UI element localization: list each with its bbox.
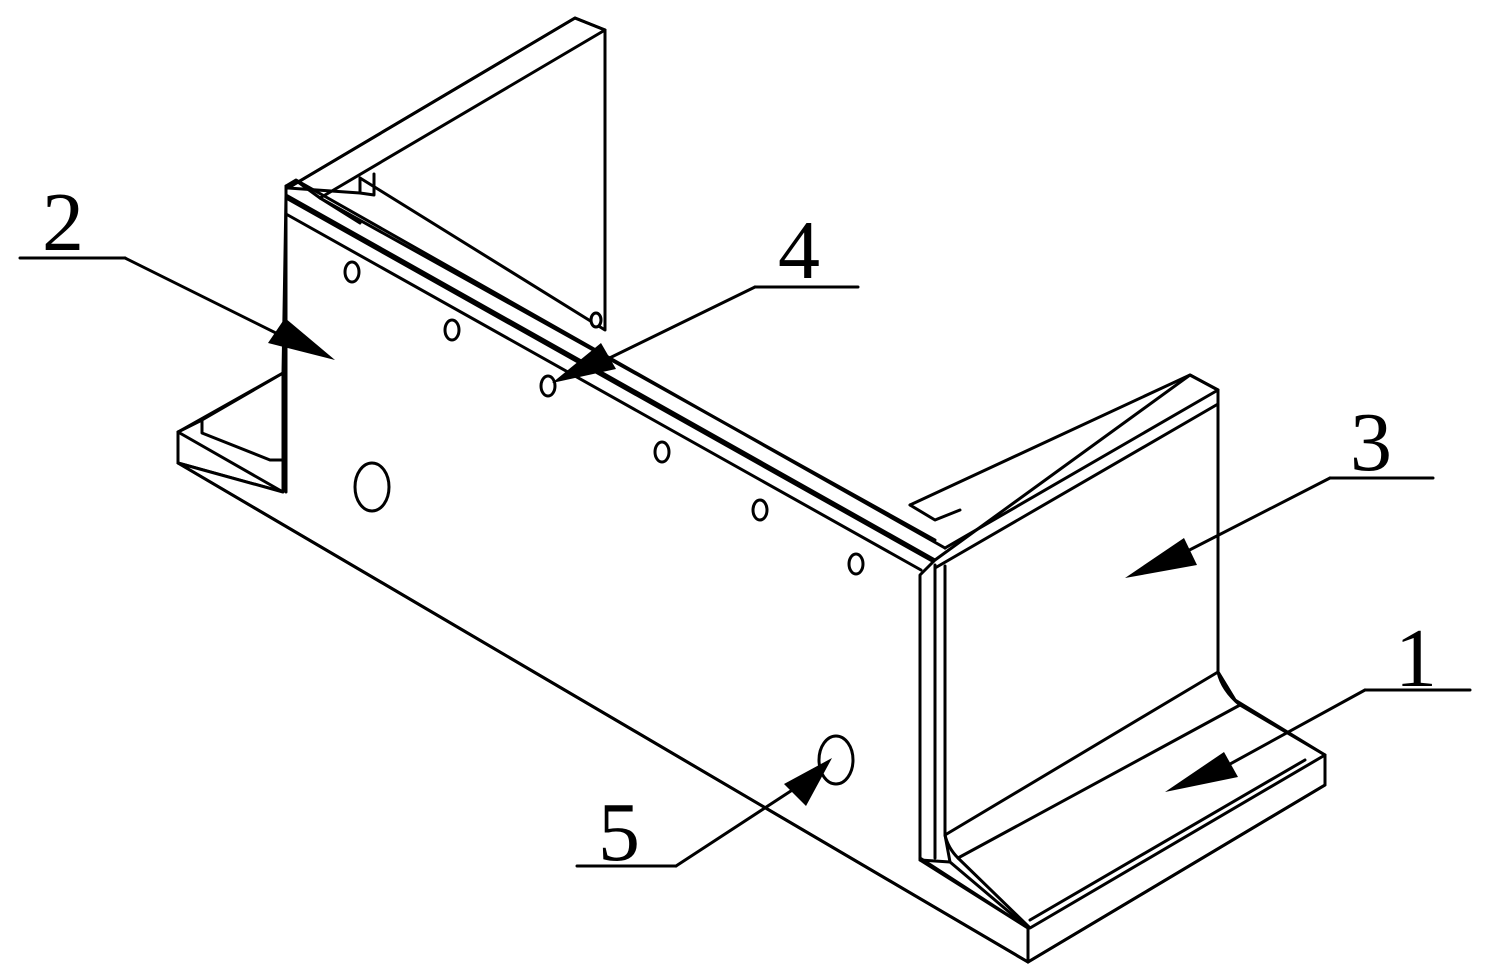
callout-2: 2 xyxy=(18,176,335,360)
front-plate-top-groove-1 xyxy=(284,212,923,572)
callout-3-arrowhead xyxy=(1125,538,1197,578)
right-flange-inner-edge xyxy=(956,703,1242,860)
callout-2-arrowhead xyxy=(268,318,335,360)
right-flange-bottom-left xyxy=(918,856,1030,930)
small-hole-back xyxy=(589,311,603,329)
callout-4-arrowhead xyxy=(552,343,616,383)
large-hole-2 xyxy=(817,734,855,786)
back-plate-inner-edge xyxy=(358,172,376,197)
small-hole-1 xyxy=(343,260,361,284)
small-hole-4 xyxy=(653,440,671,464)
holes xyxy=(343,260,865,786)
large-hole-1 xyxy=(353,461,391,513)
callout-5-arrowhead xyxy=(784,758,832,806)
left-base-flange xyxy=(176,371,285,494)
right-flange-fillet-front xyxy=(943,833,960,860)
right-plate-top-inner xyxy=(933,402,1220,570)
back-plate-top-edge xyxy=(286,16,607,200)
callout-5-label: 5 xyxy=(598,786,640,879)
callout-3-label: 3 xyxy=(1350,396,1392,489)
right-flange-outline xyxy=(1026,753,1327,964)
callout-5: 5 xyxy=(575,758,832,879)
callout-4-label: 4 xyxy=(778,204,820,297)
small-hole-6 xyxy=(847,552,865,576)
callout-2-label: 2 xyxy=(42,176,84,269)
right-base-flange xyxy=(918,670,1327,964)
callout-2-leader xyxy=(123,256,302,347)
callout-1-leader xyxy=(1208,688,1367,777)
front-plate-bottom-edge xyxy=(176,461,1030,964)
callout-4-leader xyxy=(583,285,757,372)
callout-3: 3 xyxy=(1125,396,1435,578)
callout-3-leader xyxy=(1168,476,1332,562)
front-plate-top-groove-2 xyxy=(318,196,937,542)
left-flange-top xyxy=(176,371,285,494)
front-plate-top-edge-mid xyxy=(284,196,936,564)
callout-5-leader xyxy=(674,783,802,868)
right-plate-corner-notch xyxy=(908,503,962,522)
right-flange-fillet xyxy=(1216,670,1242,707)
small-hole-2 xyxy=(443,318,461,342)
back-plate xyxy=(286,16,607,332)
callout-1: 1 xyxy=(1165,612,1472,792)
small-hole-5 xyxy=(751,498,769,522)
small-hole-3 xyxy=(539,374,557,398)
right-flange-lip-top xyxy=(956,703,1327,930)
left-flange-lip xyxy=(176,418,285,462)
right-flange-lip-mid xyxy=(1028,758,1307,922)
left-flange-back-edge xyxy=(200,371,285,422)
right-plate-top-edge xyxy=(908,373,1220,550)
callout-4: 4 xyxy=(552,204,860,383)
callout-1-arrowhead xyxy=(1165,752,1238,792)
